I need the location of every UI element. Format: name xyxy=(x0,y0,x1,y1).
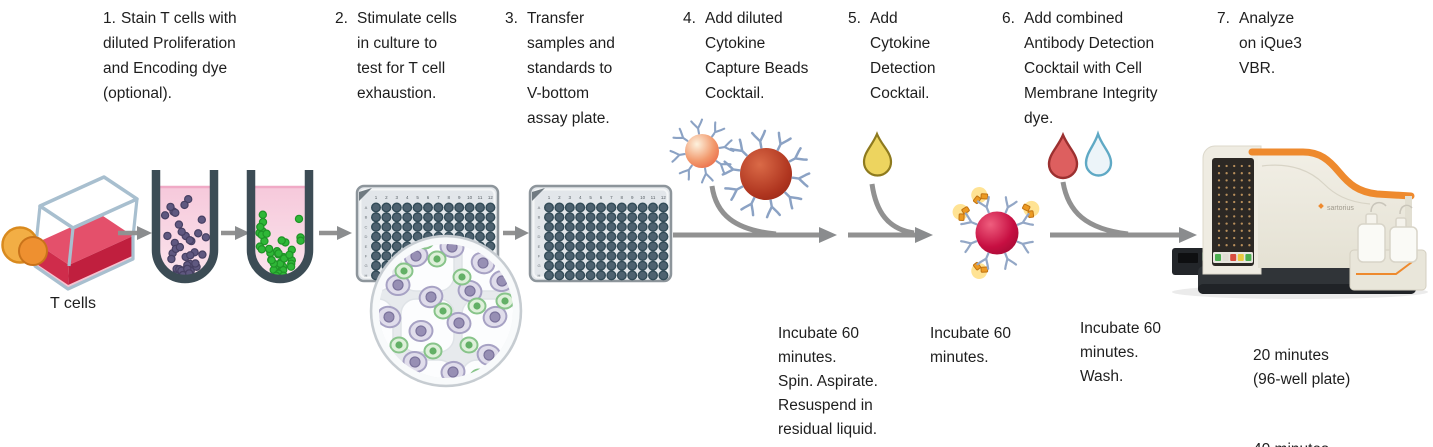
svg-text:4: 4 xyxy=(579,195,582,200)
step-6-label: 6. Add combined Antibody Detection Cockta… xyxy=(1002,6,1202,131)
svg-text:3: 3 xyxy=(396,195,399,200)
step-number: 4. xyxy=(683,10,696,27)
step-text: Add diluted Cytokine Capture Beads Cockt… xyxy=(705,10,809,102)
svg-text:8: 8 xyxy=(448,195,451,200)
svg-text:3: 3 xyxy=(569,195,572,200)
bead-antibody-complex-icon xyxy=(952,186,1040,280)
svg-text:12: 12 xyxy=(661,195,667,200)
step-text: Transfer samples and standards to V-bott… xyxy=(527,10,615,127)
flask-label: T cells xyxy=(50,295,96,312)
ique3-vbr-instrument-icon: sartorius xyxy=(1172,145,1428,299)
red-droplet-icon xyxy=(1047,131,1079,180)
svg-text:11: 11 xyxy=(651,195,656,200)
step-text: Add Cytokine Detection Cocktail. xyxy=(870,10,936,102)
svg-text:9: 9 xyxy=(458,195,461,200)
svg-text:D: D xyxy=(538,234,541,239)
step-2-label: 2. Stimulate cells in culture to test for… xyxy=(335,6,505,106)
svg-text:5: 5 xyxy=(416,195,419,200)
svg-text:F: F xyxy=(538,254,541,259)
svg-text:F: F xyxy=(365,254,368,259)
svg-text:5: 5 xyxy=(589,195,592,200)
flow-arrowheads xyxy=(819,227,1197,243)
step-number: 1. xyxy=(103,10,116,27)
svg-text:2: 2 xyxy=(558,195,561,200)
svg-text:G: G xyxy=(537,263,540,268)
detection-cocktail-droplet-icon xyxy=(862,131,893,177)
step-text: Analyze on iQue3 VBR. xyxy=(1239,10,1302,77)
flow-arrow-icons xyxy=(118,226,529,240)
step-4-label: 4. Add diluted Cytokine Capture Beads Coc… xyxy=(683,6,843,106)
svg-text:8: 8 xyxy=(621,195,624,200)
svg-text:1: 1 xyxy=(548,195,551,200)
step-number: 5. xyxy=(848,10,861,27)
svg-text:10: 10 xyxy=(640,195,646,200)
svg-text:D: D xyxy=(365,234,368,239)
step-text: Add combined Antibody Detection Cocktail… xyxy=(1024,10,1158,127)
stained-tube-purple-icon xyxy=(151,170,219,284)
step-5-label: 5. Add Cytokine Detection Cocktail. xyxy=(848,6,978,106)
svg-text:9: 9 xyxy=(631,195,634,200)
svg-text:12: 12 xyxy=(488,195,494,200)
svg-text:H: H xyxy=(365,273,368,278)
step-7-label: 7. Analyze on iQue3 VBR. xyxy=(1217,6,1337,81)
flow-arrow-main xyxy=(673,181,1180,238)
step-number: 3. xyxy=(505,10,518,27)
svg-text:4: 4 xyxy=(406,195,409,200)
svg-text:B: B xyxy=(538,215,541,220)
svg-text:7: 7 xyxy=(610,195,613,200)
step-number: 7. xyxy=(1217,10,1230,27)
svg-text:C: C xyxy=(365,224,368,229)
caption-incubate-spin: Incubate 60 minutes. Spin. Aspirate. Res… xyxy=(778,325,878,438)
svg-text:E: E xyxy=(538,244,541,249)
step-number: 2. xyxy=(335,10,348,27)
svg-text:6: 6 xyxy=(600,195,603,200)
caption-incubate-wash: Incubate 60 minutes. Wash. xyxy=(1080,320,1162,385)
svg-text:sartorius: sartorius xyxy=(1327,205,1354,212)
svg-text:7: 7 xyxy=(437,195,440,200)
step-text: Stain T cells with diluted Proliferation… xyxy=(103,10,237,102)
step-number: 6. xyxy=(1002,10,1015,27)
timing-384-well: 40 minutes (384-well plate) xyxy=(1253,438,1423,447)
svg-text:1: 1 xyxy=(375,195,378,200)
stained-tube-green-icon xyxy=(246,170,314,284)
timing-96-well: 20 minutes (96-well plate) xyxy=(1253,347,1351,388)
svg-text:11: 11 xyxy=(478,195,483,200)
culture-flask-icon xyxy=(1,175,139,291)
caption-incubate: Incubate 60 minutes. xyxy=(930,325,1012,366)
svg-text:E: E xyxy=(365,244,368,249)
caption-analysis-timing: 20 minutes (96-well plate) 40 minutes (3… xyxy=(1253,320,1423,447)
svg-text:H: H xyxy=(538,273,541,278)
orange-swoosh xyxy=(1248,148,1415,200)
blue-droplet-icon xyxy=(1084,130,1113,177)
step-text: Stimulate cells in culture to test for T… xyxy=(357,10,457,102)
sheath-bottles-icon xyxy=(1357,201,1418,263)
svg-text:B: B xyxy=(365,215,368,220)
capture-beads-icon xyxy=(669,118,811,219)
svg-text:A: A xyxy=(365,205,368,210)
step-3-label: 3. Transfer samples and standards to V-bo… xyxy=(505,6,655,131)
svg-text:10: 10 xyxy=(467,195,473,200)
step-1-label: 1.Stain T cells with diluted Proliferati… xyxy=(103,6,303,106)
svg-text:A: A xyxy=(538,205,541,210)
svg-text:G: G xyxy=(364,263,367,268)
svg-text:C: C xyxy=(538,224,541,229)
svg-text:6: 6 xyxy=(427,195,430,200)
svg-text:2: 2 xyxy=(385,195,388,200)
